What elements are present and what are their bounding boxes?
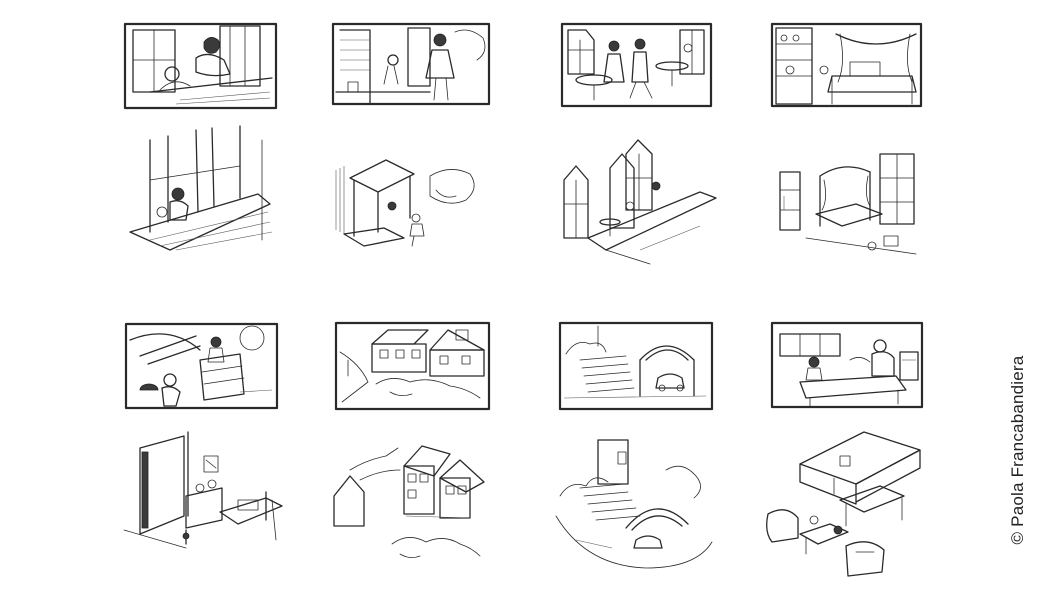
panel-bedroom-iso	[779, 153, 917, 255]
panel-porch-doorway	[331, 22, 491, 106]
panel-houses-street	[334, 321, 491, 411]
panel-living-table	[770, 321, 924, 409]
panel-porch-iso	[335, 159, 475, 247]
panel-stairs-aerial	[555, 439, 713, 569]
panel-window-wide	[129, 125, 273, 251]
panel-living-iso	[766, 431, 921, 577]
copyright-text: © Paola Francabandiera	[1008, 355, 1027, 545]
panel-bedroom-simple	[123, 431, 283, 549]
panel-window-girl	[123, 22, 278, 110]
panel-stairs-carport	[558, 321, 714, 411]
panel-cafe-interior	[560, 22, 713, 108]
panel-houses-aerial	[333, 445, 485, 558]
panel-bedroom-canopy	[770, 22, 923, 108]
panel-cafe-iso	[563, 139, 717, 265]
panel-attic-action	[124, 322, 279, 410]
